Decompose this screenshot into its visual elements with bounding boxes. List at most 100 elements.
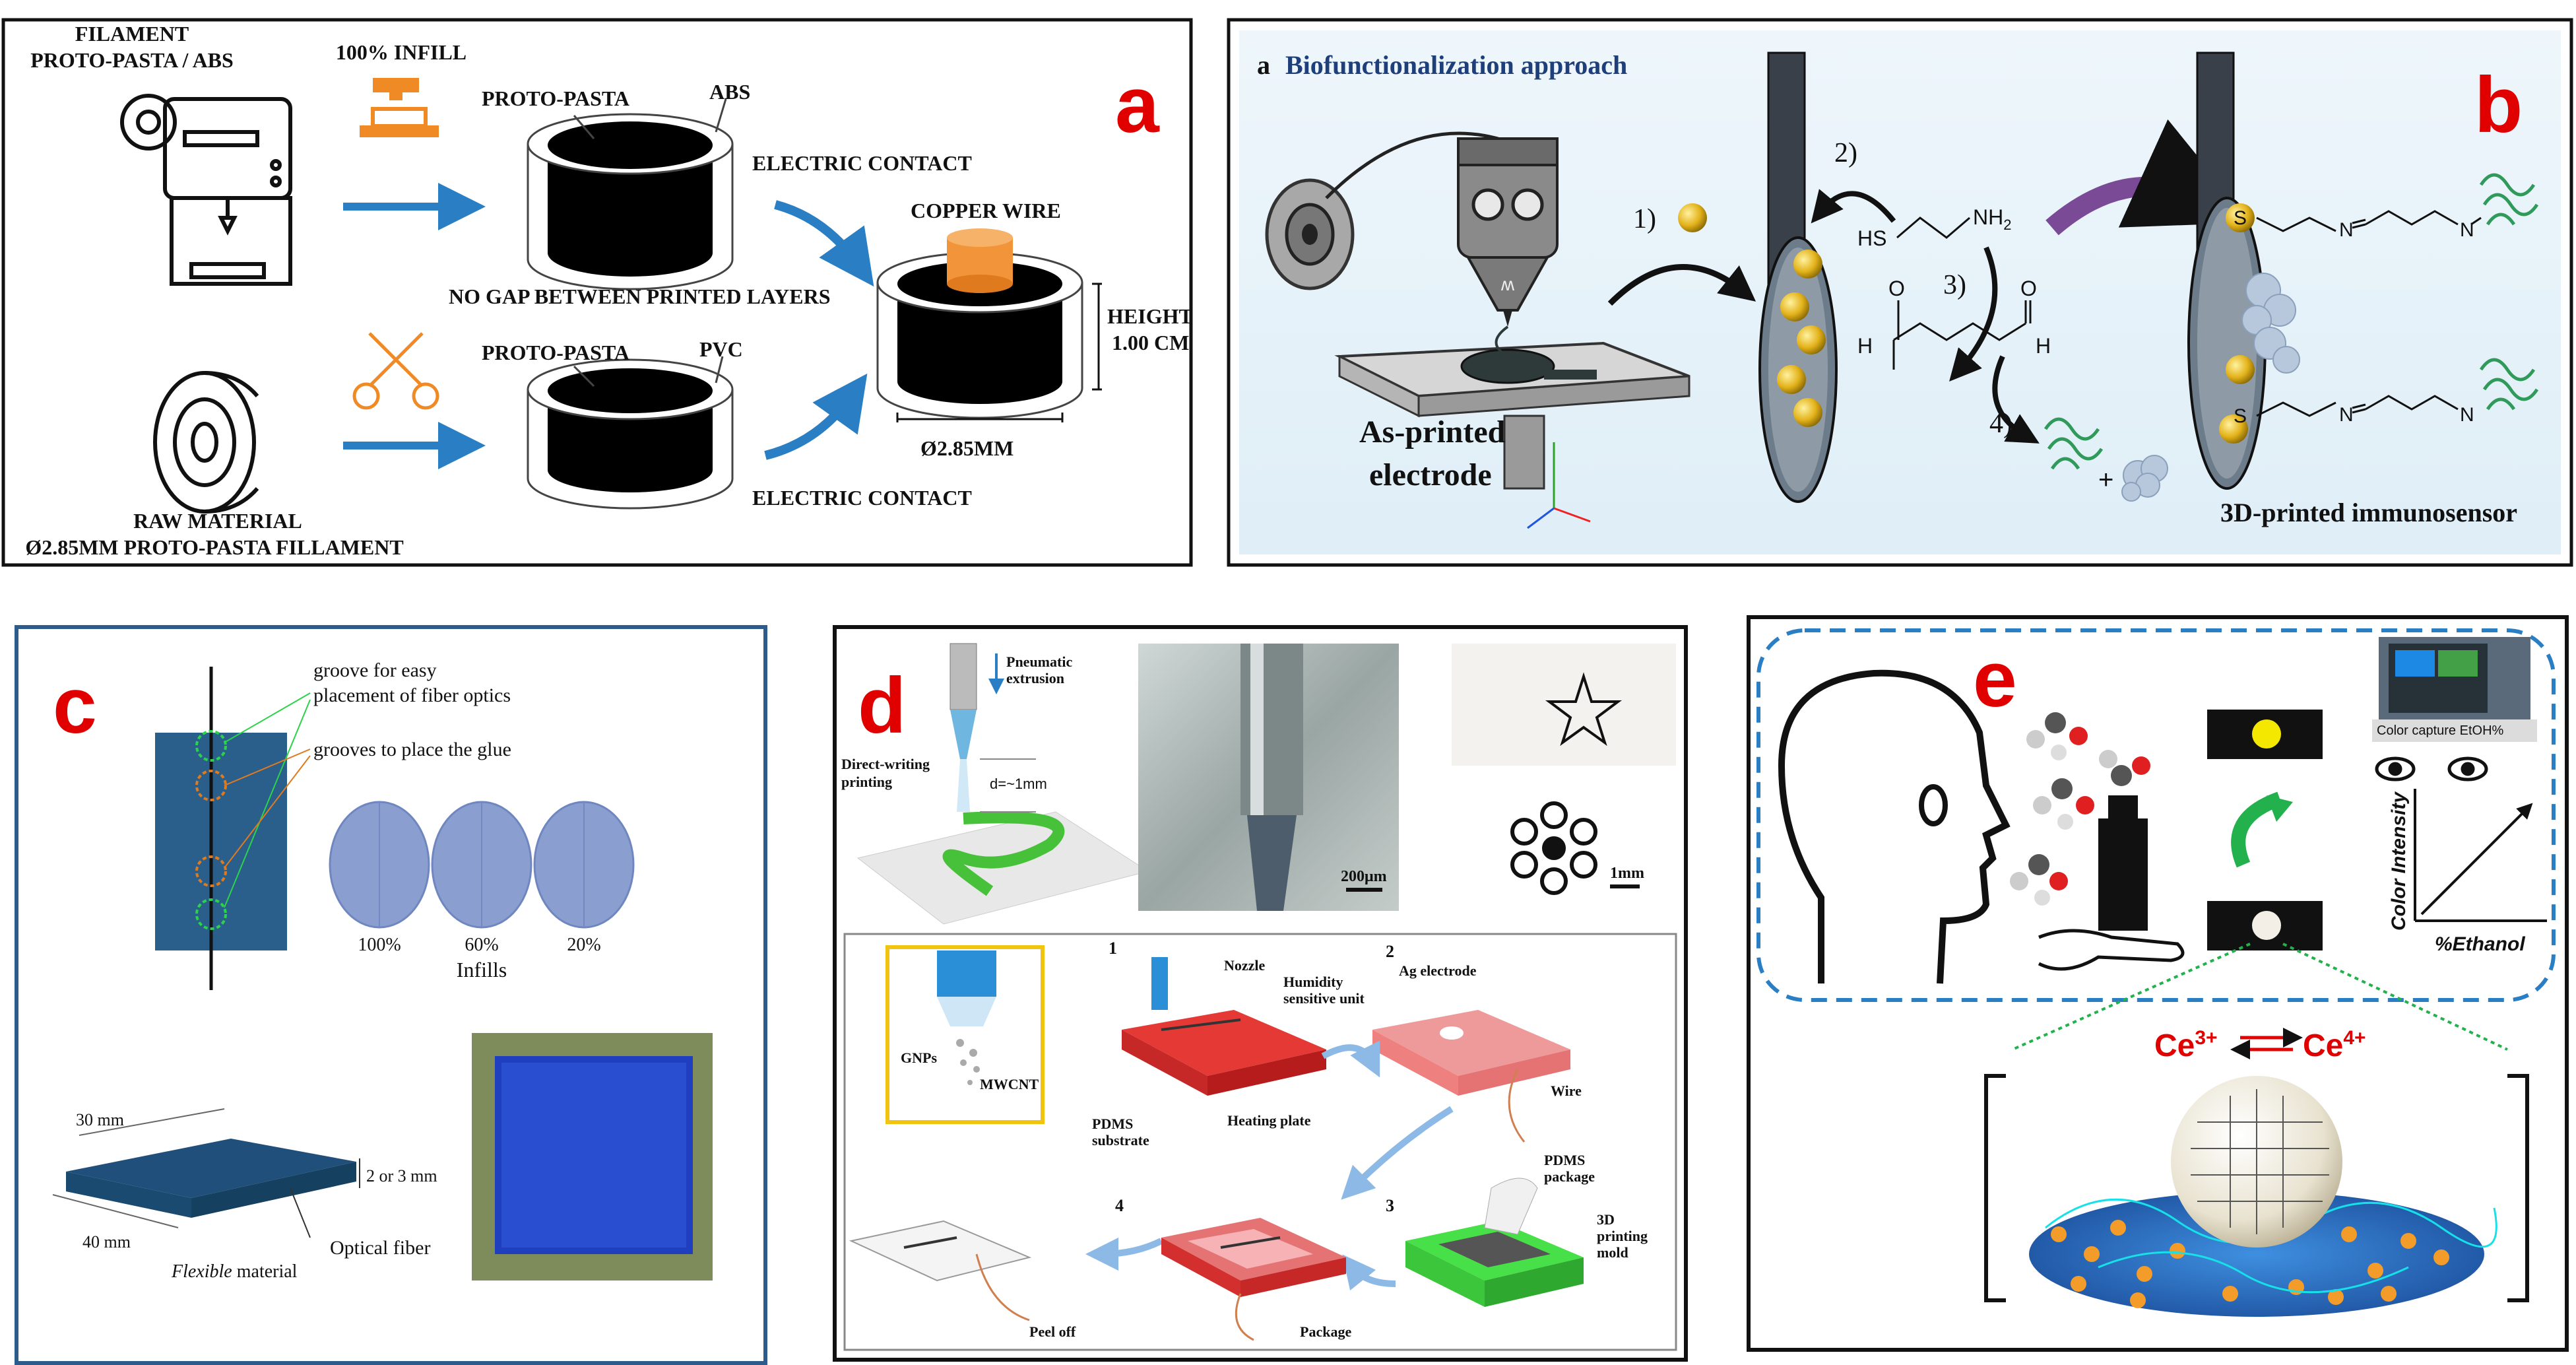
as-printed-line2: electrode <box>1369 457 1492 492</box>
step2-label: 2) <box>1834 138 1857 168</box>
antigen-icon <box>2121 455 2168 502</box>
copper-wire-label: COPPER WIRE <box>911 199 1061 222</box>
cysteamine-chain <box>1896 216 1970 239</box>
arrow-step3 <box>1949 246 1998 382</box>
s-atom-bottom: S <box>2234 405 2247 427</box>
ce4-label: Ce4+ <box>2303 1027 2366 1063</box>
cylinder-pvc <box>527 356 734 510</box>
height-value: 1.00 CM <box>1112 331 1189 354</box>
n-atom-top-2: N <box>2460 219 2474 241</box>
ear-icon <box>1919 784 1948 826</box>
step3-label: 3) <box>1943 270 1966 300</box>
eye-icons <box>2375 756 2488 782</box>
y-axis-label: Color Intensity <box>2388 791 2410 931</box>
step2-device <box>1372 1010 1570 1143</box>
nanoparticles <box>2051 1220 2449 1308</box>
infill-disks <box>329 801 635 929</box>
head-icon <box>1778 669 2011 984</box>
flow-arrow-2-4 <box>1341 1106 1454 1200</box>
pdms-pkg-line2: package <box>1544 1168 1595 1185</box>
svg-text:ʍ: ʍ <box>1501 274 1515 294</box>
infill-20: 20% <box>567 935 600 955</box>
peeled-device <box>849 1220 1032 1321</box>
spool-icon <box>153 371 259 514</box>
panel-b: b a Biofunctionalization approach ʍ <box>1227 18 2573 567</box>
paper-disk <box>2029 1191 2484 1317</box>
antibody-bound-bottom <box>2479 358 2539 411</box>
curved-arrow-top <box>774 200 874 287</box>
scale-200um: 200μm <box>1341 868 1387 885</box>
h-left: H <box>1857 334 1873 358</box>
n-atom-bottom-2: N <box>2460 404 2474 426</box>
panel-b-title: Biofunctionalization approach <box>1285 50 1627 80</box>
humidity-line2: sensitive unit <box>1283 990 1365 1007</box>
filament-sub: PROTO-PASTA / ABS <box>30 48 234 72</box>
pdms-pkg-line1: PDMS <box>1544 1152 1585 1168</box>
antibody-bound-top <box>2479 173 2539 226</box>
infill-60: 60% <box>465 935 498 955</box>
n-atom-bottom-1: N <box>2339 404 2354 426</box>
step3-mold <box>1405 1178 1584 1307</box>
intensity-chart <box>2414 789 2547 922</box>
dim-40: 40 mm <box>82 1232 131 1251</box>
o-left: O <box>1888 277 1905 300</box>
no-gap-label: NO GAP BETWEEN PRINTED LAYERS <box>449 284 831 308</box>
as-printed-line1: As-printed <box>1359 415 1506 449</box>
raw-material-label: RAW MATERIAL <box>133 509 302 533</box>
peel-off-label: Peel off <box>1029 1323 1076 1340</box>
yellow-indicator <box>2252 719 2281 749</box>
step3-num: 3 <box>1386 1196 1394 1215</box>
panel-d-letter: d <box>858 661 906 750</box>
flow-arrow-4-peel <box>1085 1237 1163 1271</box>
mwcnt-label: MWCNT <box>980 1076 1039 1092</box>
print-head-icon: ʍ <box>1457 137 1559 327</box>
curved-arrow-bottom <box>764 373 868 460</box>
panel-c-letter: c <box>53 661 97 750</box>
immunosensor-label: 3D-printed immunosensor <box>2220 498 2517 527</box>
heating-plate-label: Heating plate <box>1227 1112 1311 1129</box>
n-atom-top-1: N <box>2339 219 2354 241</box>
infills-label: Infills <box>457 958 507 982</box>
distance-label: d=~1mm <box>990 776 1047 792</box>
gnps-label: GNPs <box>901 1049 937 1066</box>
glutaraldehyde-structure <box>1892 300 2032 370</box>
abs-label: ABS <box>709 80 750 104</box>
direct-writing-line1: Direct-writing <box>841 756 930 772</box>
step1-num: 1 <box>1109 939 1117 958</box>
nozzle-label: Nozzle <box>1224 957 1266 974</box>
step1-device <box>1122 957 1326 1096</box>
star-photo <box>1452 644 1676 766</box>
zoom-line-right <box>2282 943 2508 1051</box>
arrow-step4 <box>1992 355 2040 444</box>
dashed-region <box>1756 628 2556 1002</box>
purple-arrow <box>2045 119 2251 236</box>
panel-d: d Pneumatic extrusion Direct-writing pri… <box>833 625 1688 1362</box>
filament-title: FILAMENT <box>75 22 189 46</box>
lattice-grid <box>2191 1089 2329 1234</box>
substrate-plate <box>155 667 311 990</box>
groove1-line1: groove for easy <box>313 659 437 681</box>
panel-c: c groove for easy placement of fiber opt… <box>15 625 767 1365</box>
printer-icon <box>120 94 292 286</box>
flow-arrow-1-2 <box>1321 1040 1380 1078</box>
package-label: Package <box>1300 1323 1351 1340</box>
pneumatic-line1: Pneumatic <box>1006 653 1072 670</box>
step4-device <box>1161 1218 1346 1341</box>
gold-nanoparticle <box>1678 203 1707 232</box>
h-right: H <box>2036 334 2051 358</box>
optical-fiber-label: Optical fiber <box>330 1237 430 1259</box>
pvc-label: PVC <box>699 337 743 361</box>
cylinder-abs <box>527 98 734 290</box>
micro-photo <box>1138 644 1399 911</box>
build-plate-icon <box>1334 325 1690 529</box>
s-atom-top: S <box>2234 207 2247 229</box>
white-indicator <box>2252 911 2281 940</box>
electrode-modified <box>1758 51 1838 503</box>
arrow-step2 <box>1811 189 1896 224</box>
dim-thickness: 2 or 3 mm <box>366 1166 437 1185</box>
mold-line1: 3D <box>1597 1211 1615 1228</box>
infill-100: 100% <box>358 935 401 955</box>
ethanol-molecules <box>2010 712 2150 906</box>
nh2-label: NH2 <box>1973 205 2011 233</box>
